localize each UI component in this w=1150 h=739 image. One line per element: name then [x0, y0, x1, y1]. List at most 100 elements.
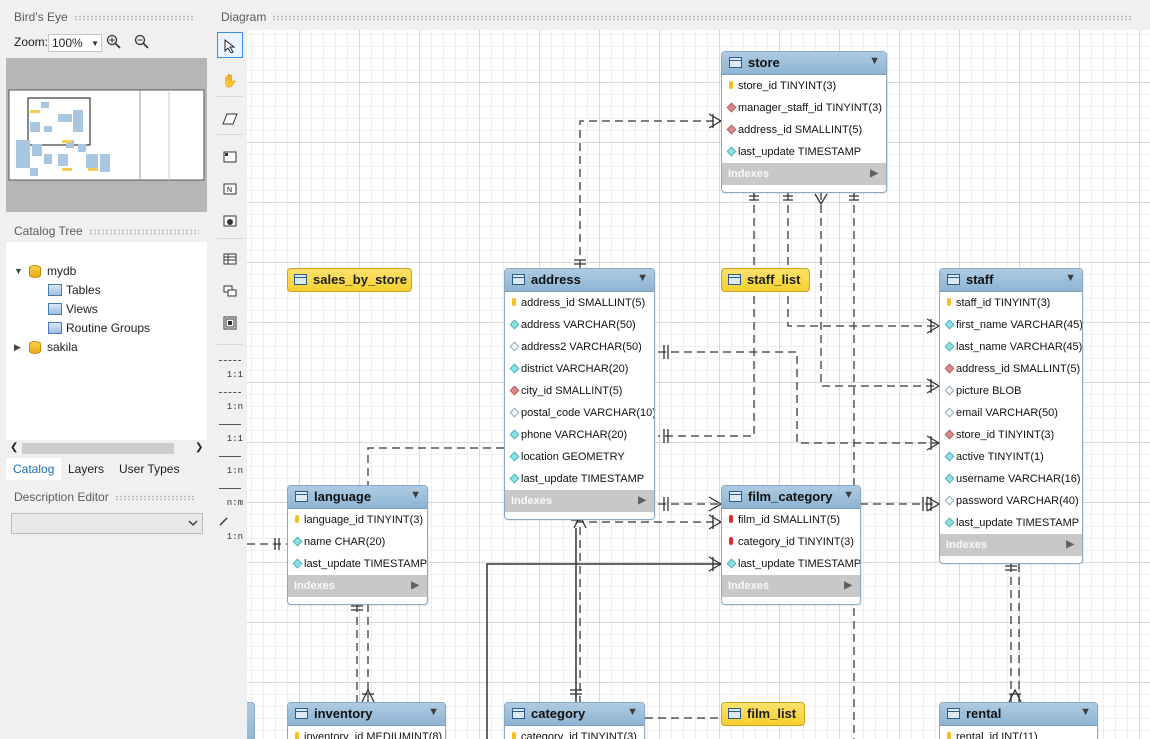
view-film-list[interactable]: film_list: [721, 702, 805, 726]
tree-horizontal-scrollbar[interactable]: ❮ ❯: [6, 440, 207, 457]
column-row[interactable]: address2 VARCHAR(50): [505, 336, 654, 358]
column-row[interactable]: name CHAR(20): [288, 531, 427, 553]
column-row[interactable]: last_update TIMESTAMP: [505, 468, 654, 490]
relationship-1-1-identifying-tool[interactable]: 1:1: [217, 416, 245, 446]
column-row[interactable]: location GEOMETRY: [505, 446, 654, 468]
column-row[interactable]: district VARCHAR(20): [505, 358, 654, 380]
table-header[interactable]: staff ▼: [940, 269, 1082, 292]
column-row[interactable]: store_id TINYINT(3): [722, 75, 886, 97]
tree-item-routine-groups[interactable]: Routine Groups: [6, 319, 207, 337]
description-editor-body[interactable]: [6, 540, 207, 739]
column-row[interactable]: language_id TINYINT(3): [288, 509, 427, 531]
tab-layers[interactable]: Layers: [68, 462, 105, 476]
table-header[interactable]: rental ▼: [940, 703, 1097, 726]
column-row[interactable]: password VARCHAR(40): [940, 490, 1082, 512]
eraser-tool[interactable]: [217, 106, 243, 132]
tree-item-sakila[interactable]: ▶ sakila: [6, 338, 207, 356]
column-row[interactable]: phone VARCHAR(20): [505, 424, 654, 446]
collapse-toggle-icon[interactable]: ▼: [1065, 272, 1076, 284]
pointer-tool[interactable]: [217, 32, 243, 58]
relationship-n-m-identifying-tool[interactable]: n:m: [217, 480, 245, 510]
relationship-1-n-non-identifying-tool[interactable]: 1:n: [217, 384, 245, 414]
table-address[interactable]: address ▼ address_id SMALLINT(5) address…: [504, 268, 655, 520]
new-table-tool[interactable]: [217, 246, 243, 272]
collapse-toggle-icon[interactable]: ▼: [428, 706, 439, 718]
tree-item-mydb[interactable]: ▼ mydb: [6, 262, 207, 280]
column-row[interactable]: address_id SMALLINT(5): [722, 119, 886, 141]
relationship-1-n-identifying-tool[interactable]: 1:n: [217, 448, 245, 478]
new-routine-group-tool[interactable]: [217, 310, 243, 336]
tree-item-views[interactable]: Views: [6, 300, 207, 318]
collapse-toggle-icon[interactable]: ▼: [1080, 706, 1091, 718]
column-row[interactable]: category_id TINYINT(3): [722, 531, 860, 553]
collapse-arrow-icon[interactable]: ▶: [14, 342, 21, 352]
new-view-tool[interactable]: [217, 278, 243, 304]
view-staff-list[interactable]: staff_list: [721, 268, 810, 292]
scroll-left-icon[interactable]: ❮: [10, 442, 19, 453]
table-header[interactable]: category ▼: [505, 703, 644, 726]
collapse-toggle-icon[interactable]: ▼: [627, 706, 638, 718]
table-store[interactable]: store ▼ store_id TINYINT(3) manager_staf…: [721, 51, 887, 193]
column-row[interactable]: manager_staff_id TINYINT(3): [722, 97, 886, 119]
diagram-canvas[interactable]: store ▼ store_id TINYINT(3) manager_staf…: [247, 30, 1150, 739]
collapse-toggle-icon[interactable]: ▼: [637, 272, 648, 284]
indexes-section[interactable]: Indexes▶: [288, 575, 427, 597]
column-row[interactable]: first_name VARCHAR(45): [940, 314, 1082, 336]
table-header[interactable]: address ▼: [505, 269, 654, 292]
table-inventory[interactable]: inventory ▼ inventory_id MEDIUMINT(8): [287, 702, 446, 739]
column-row[interactable]: address_id SMALLINT(5): [505, 292, 654, 314]
indexes-section[interactable]: Indexes▶: [722, 575, 860, 597]
column-row[interactable]: store_id TINYINT(3): [940, 424, 1082, 446]
indexes-section[interactable]: Indexes▶: [722, 163, 886, 185]
table-rental[interactable]: rental ▼ rental_id INT(11): [939, 702, 1098, 739]
collapse-toggle-icon[interactable]: ▼: [843, 489, 854, 501]
layer-tool[interactable]: [217, 144, 243, 170]
birds-eye-view[interactable]: [6, 58, 207, 212]
scroll-right-icon[interactable]: ❯: [195, 442, 204, 453]
column-row[interactable]: last_name VARCHAR(45): [940, 336, 1082, 358]
table-offscreen-left[interactable]: [247, 702, 255, 739]
column-row[interactable]: last_update TIMESTAMP: [722, 553, 860, 575]
column-row[interactable]: postal_code VARCHAR(10): [505, 402, 654, 424]
tree-item-tables[interactable]: Tables: [6, 281, 207, 299]
column-row[interactable]: address_id SMALLINT(5): [940, 358, 1082, 380]
indexes-section[interactable]: Indexes▶: [940, 534, 1082, 556]
relationship-1-n-existing-columns-tool[interactable]: 1:n: [217, 514, 245, 544]
description-object-select[interactable]: [11, 513, 203, 534]
column-row[interactable]: last_update TIMESTAMP: [722, 141, 886, 163]
collapse-toggle-icon[interactable]: ▼: [869, 55, 880, 67]
zoom-in-icon[interactable]: [106, 34, 122, 50]
hand-tool[interactable]: ✋: [217, 68, 243, 94]
scrollbar-thumb[interactable]: [22, 443, 174, 454]
expand-arrow-icon[interactable]: ▼: [14, 266, 23, 276]
indexes-section[interactable]: Indexes▶: [505, 490, 654, 512]
image-tool[interactable]: [217, 208, 243, 234]
column-row[interactable]: rental_id INT(11): [940, 726, 1097, 739]
table-header[interactable]: language ▼: [288, 486, 427, 509]
table-header[interactable]: store ▼: [722, 52, 886, 75]
column-row[interactable]: staff_id TINYINT(3): [940, 292, 1082, 314]
view-sales-by-store[interactable]: sales_by_store: [287, 268, 412, 292]
tab-user-types[interactable]: User Types: [119, 462, 180, 476]
zoom-select[interactable]: 100% ▼: [48, 34, 102, 52]
table-category[interactable]: category ▼ category_id TINYINT(3): [504, 702, 645, 739]
column-row[interactable]: address VARCHAR(50): [505, 314, 654, 336]
table-header[interactable]: film_category ▼: [722, 486, 860, 509]
note-tool[interactable]: N: [217, 176, 243, 202]
relationship-1-1-non-identifying-tool[interactable]: 1:1: [217, 352, 245, 382]
column-row[interactable]: city_id SMALLINT(5): [505, 380, 654, 402]
table-language[interactable]: language ▼ language_id TINYINT(3) name C…: [287, 485, 428, 605]
zoom-out-icon[interactable]: [134, 34, 150, 50]
column-row[interactable]: last_update TIMESTAMP: [288, 553, 427, 575]
column-row[interactable]: email VARCHAR(50): [940, 402, 1082, 424]
column-row[interactable]: film_id SMALLINT(5): [722, 509, 860, 531]
column-row[interactable]: username VARCHAR(16): [940, 468, 1082, 490]
column-row[interactable]: category_id TINYINT(3): [505, 726, 644, 739]
column-row[interactable]: active TINYINT(1): [940, 446, 1082, 468]
column-row[interactable]: inventory_id MEDIUMINT(8): [288, 726, 445, 739]
column-row[interactable]: picture BLOB: [940, 380, 1082, 402]
collapse-toggle-icon[interactable]: ▼: [410, 489, 421, 501]
table-film-category[interactable]: film_category ▼ film_id SMALLINT(5) cate…: [721, 485, 861, 605]
table-staff[interactable]: staff ▼ staff_id TINYINT(3) first_name V…: [939, 268, 1083, 564]
table-header[interactable]: inventory ▼: [288, 703, 445, 726]
